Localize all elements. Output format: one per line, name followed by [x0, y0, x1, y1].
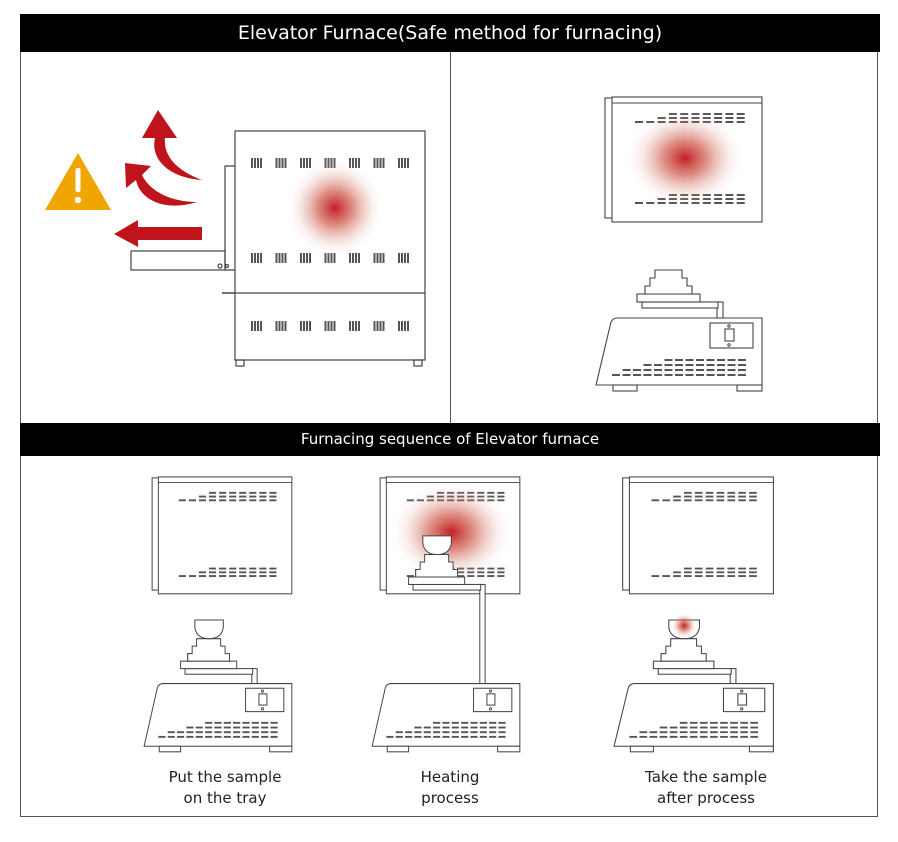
crucible	[422, 535, 452, 556]
elevator-furnace	[595, 96, 763, 392]
sample-tray	[180, 638, 254, 675]
step-1-caption: Put the sample on the tray	[125, 767, 325, 809]
sample-tray	[636, 269, 719, 309]
step-2-line1: Heating	[420, 768, 480, 786]
heat-arrow-icon	[114, 110, 202, 247]
sample-tray	[652, 638, 732, 675]
heat-glow	[625, 108, 745, 208]
elevator-furnace	[143, 476, 293, 753]
step-3-line2: after process	[657, 789, 755, 807]
panel-divider	[450, 52, 451, 423]
sample-tray	[408, 554, 482, 591]
hot-sample-glow	[670, 612, 698, 639]
step-1-line1: Put the sample	[168, 768, 282, 786]
sequence-title: Furnacing sequence of Elevator furnace	[20, 423, 880, 456]
crucible	[194, 619, 224, 640]
page-title: Elevator Furnace(Safe method for furnaci…	[20, 14, 880, 52]
step-2-line2: process	[421, 789, 479, 807]
step-3-line1: Take the sample	[645, 768, 767, 786]
heat-glow	[389, 480, 514, 584]
step-3-caption: Take the sample after process	[606, 767, 806, 809]
elevator-furnace	[371, 476, 521, 753]
warning-triangle-icon	[45, 153, 111, 210]
step-2-caption: Heating process	[350, 767, 550, 809]
step-1-line2: on the tray	[183, 789, 267, 807]
elevator-furnace	[613, 476, 774, 753]
heat-glow	[285, 158, 385, 258]
